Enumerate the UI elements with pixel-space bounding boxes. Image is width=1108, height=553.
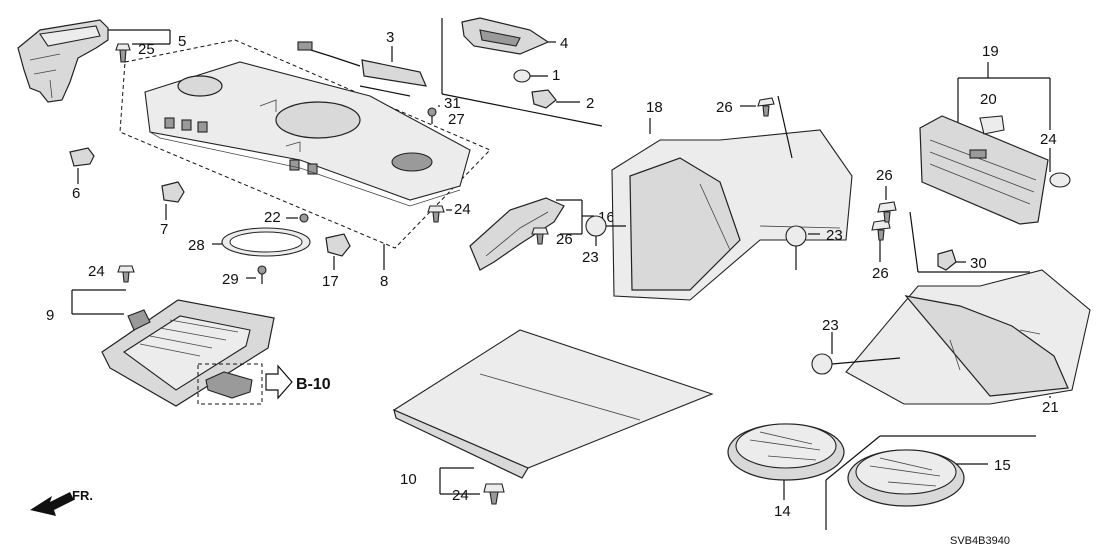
rear-shelf-outline [119, 39, 491, 249]
reference-part [205, 371, 253, 399]
fastener-24c [483, 483, 505, 505]
callout-15: 15 [994, 457, 1011, 474]
part-5-bracket [17, 19, 109, 103]
fastener-26a [757, 97, 775, 117]
part-6-clip [69, 147, 95, 167]
fastener-22 [299, 213, 309, 223]
part-4-light-housing [461, 17, 550, 55]
fastener-23a [585, 215, 626, 237]
callout-1: 1 [552, 67, 560, 84]
callout-10: 10 [400, 471, 417, 488]
reference-box [197, 363, 263, 405]
part-10-floor-lid [392, 329, 714, 479]
fastener-27 [427, 107, 437, 124]
direction-label: FR. [72, 488, 93, 503]
callout-18: 18 [646, 99, 663, 116]
part-16-trim [469, 197, 565, 271]
fastener-24a [427, 205, 445, 223]
callout-17: 17 [322, 273, 339, 290]
part-9-tray [101, 299, 275, 407]
reference-arrow [265, 364, 293, 400]
callout-26a: 26 [716, 99, 733, 116]
part-19-rear-panel [919, 115, 1049, 225]
part-7-clip [161, 181, 185, 203]
callout-24b: 24 [88, 263, 105, 280]
callout-22: 22 [264, 209, 281, 226]
callout-21: 21 [1042, 399, 1059, 416]
fastener-24d [1049, 172, 1071, 188]
part-30-clip [937, 249, 957, 271]
callout-29: 29 [222, 271, 239, 288]
fastener-23b [785, 225, 807, 270]
callout-27: 27 [448, 111, 465, 128]
callout-26c: 26 [876, 167, 893, 184]
callout-7: 7 [160, 221, 168, 238]
fastener-26c [877, 201, 897, 223]
callout-6: 6 [72, 185, 80, 202]
callout-28: 28 [188, 237, 205, 254]
callout-30: 30 [970, 255, 987, 272]
fastener-25b [531, 227, 549, 245]
fastener-25a [115, 43, 131, 63]
callout-14: 14 [774, 503, 791, 520]
reference-label: B-10 [296, 376, 331, 393]
callout-26b: 26 [872, 265, 889, 282]
part-17-clip [325, 233, 351, 257]
callout-25b: 26 [556, 231, 573, 248]
callout-24d: 24 [1040, 131, 1057, 148]
part-18-side-panel [611, 129, 853, 301]
part-14-spare-holder [727, 423, 845, 481]
part-8-rear-shelf [144, 61, 471, 207]
callout-25a: 25 [138, 41, 155, 58]
fastener-24b [117, 265, 135, 283]
front-direction-arrow [30, 492, 74, 516]
fastener-26b [871, 219, 891, 241]
part-3-cable [297, 41, 427, 97]
part-21-side-panel-right [845, 269, 1091, 405]
callout-5: 5 [178, 33, 186, 50]
part-1-bulb [513, 69, 531, 83]
callout-31: 31 [444, 95, 461, 112]
part-20-clip [979, 115, 1005, 135]
callout-19: 19 [982, 43, 999, 60]
callout-4: 4 [560, 35, 568, 52]
fastener-29 [257, 265, 267, 284]
callout-9: 9 [46, 307, 54, 324]
callout-24a: 24 [454, 201, 471, 218]
callout-8: 8 [380, 273, 388, 290]
callout-23a: 23 [582, 249, 599, 266]
callout-2: 2 [586, 95, 594, 112]
part-28-speaker-ring [221, 227, 311, 257]
fastener-23c [811, 353, 901, 375]
callout-3: 3 [386, 29, 394, 46]
part-15-spare-holder [847, 449, 965, 507]
callout-20: 20 [980, 91, 997, 108]
part-2-socket [531, 89, 557, 109]
callout-23c: 23 [822, 317, 839, 334]
callout-23b: 23 [826, 227, 843, 244]
callout-24c: 24 [452, 487, 469, 504]
diagram-code: SVB4B3940 [950, 535, 1010, 547]
